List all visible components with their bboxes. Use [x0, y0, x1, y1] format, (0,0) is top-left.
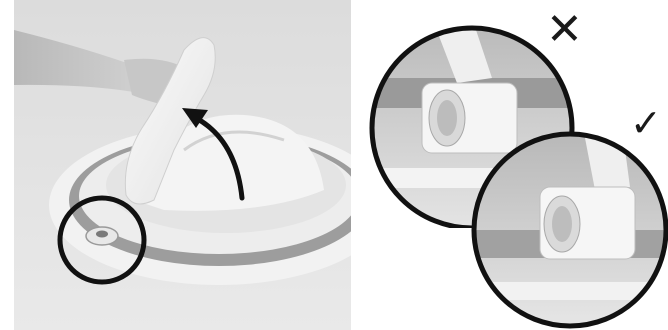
incorrect-mark-icon: ✕	[546, 8, 583, 52]
rim-connector	[86, 227, 118, 245]
correct-mark-icon: ✓	[630, 104, 662, 142]
hand-lifting-cover-photo	[14, 0, 351, 330]
